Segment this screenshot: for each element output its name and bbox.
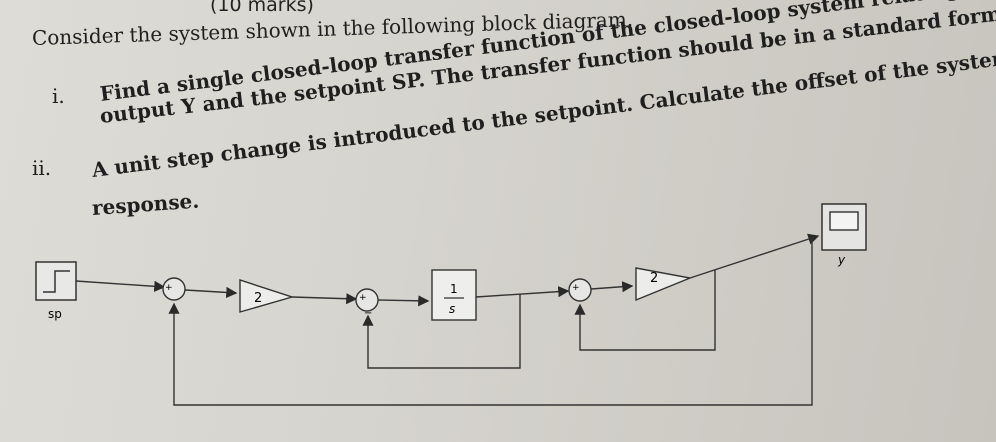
signal-sp-to-sum1 — [75, 280, 166, 292]
sum3-plus-sign: + — [572, 283, 580, 293]
feedback-loop-outer — [168, 238, 813, 406]
signal-to-scope — [689, 233, 820, 279]
gain-block-2 — [635, 267, 693, 302]
signal-integrator-to-sum3 — [475, 286, 570, 298]
sum-junction-3 — [568, 278, 592, 302]
integrator-numerator: 1 — [450, 282, 458, 296]
scope-label: y — [837, 253, 846, 267]
feedback-loop-middle — [574, 270, 716, 351]
sum2-plus-sign: + — [359, 293, 367, 303]
scope-block — [821, 203, 867, 251]
gain-block-1 — [239, 279, 295, 313]
signal-sum2-to-integrator — [377, 295, 430, 307]
sum-junction-1 — [162, 277, 186, 301]
signal-gain1-to-sum2 — [291, 293, 358, 305]
sum1-plus-sign: + — [165, 283, 173, 293]
feedback-loop-inner — [362, 294, 521, 369]
gain1-value: 2 — [254, 291, 262, 306]
signal-sum3-to-gain2 — [590, 281, 634, 293]
part-ii-number: ii. — [32, 156, 52, 180]
step-source-block — [35, 261, 77, 301]
marks-label: (10 marks) — [210, 0, 314, 16]
signal-sum1-to-gain1 — [184, 286, 238, 299]
part-i-number: i. — [52, 84, 65, 108]
gain2-value: 2 — [650, 271, 658, 286]
step-label: sp — [48, 307, 62, 321]
integrator-denominator: s — [449, 302, 455, 316]
sum2-minus-sign: − — [364, 308, 372, 319]
integrator-block — [431, 269, 477, 321]
